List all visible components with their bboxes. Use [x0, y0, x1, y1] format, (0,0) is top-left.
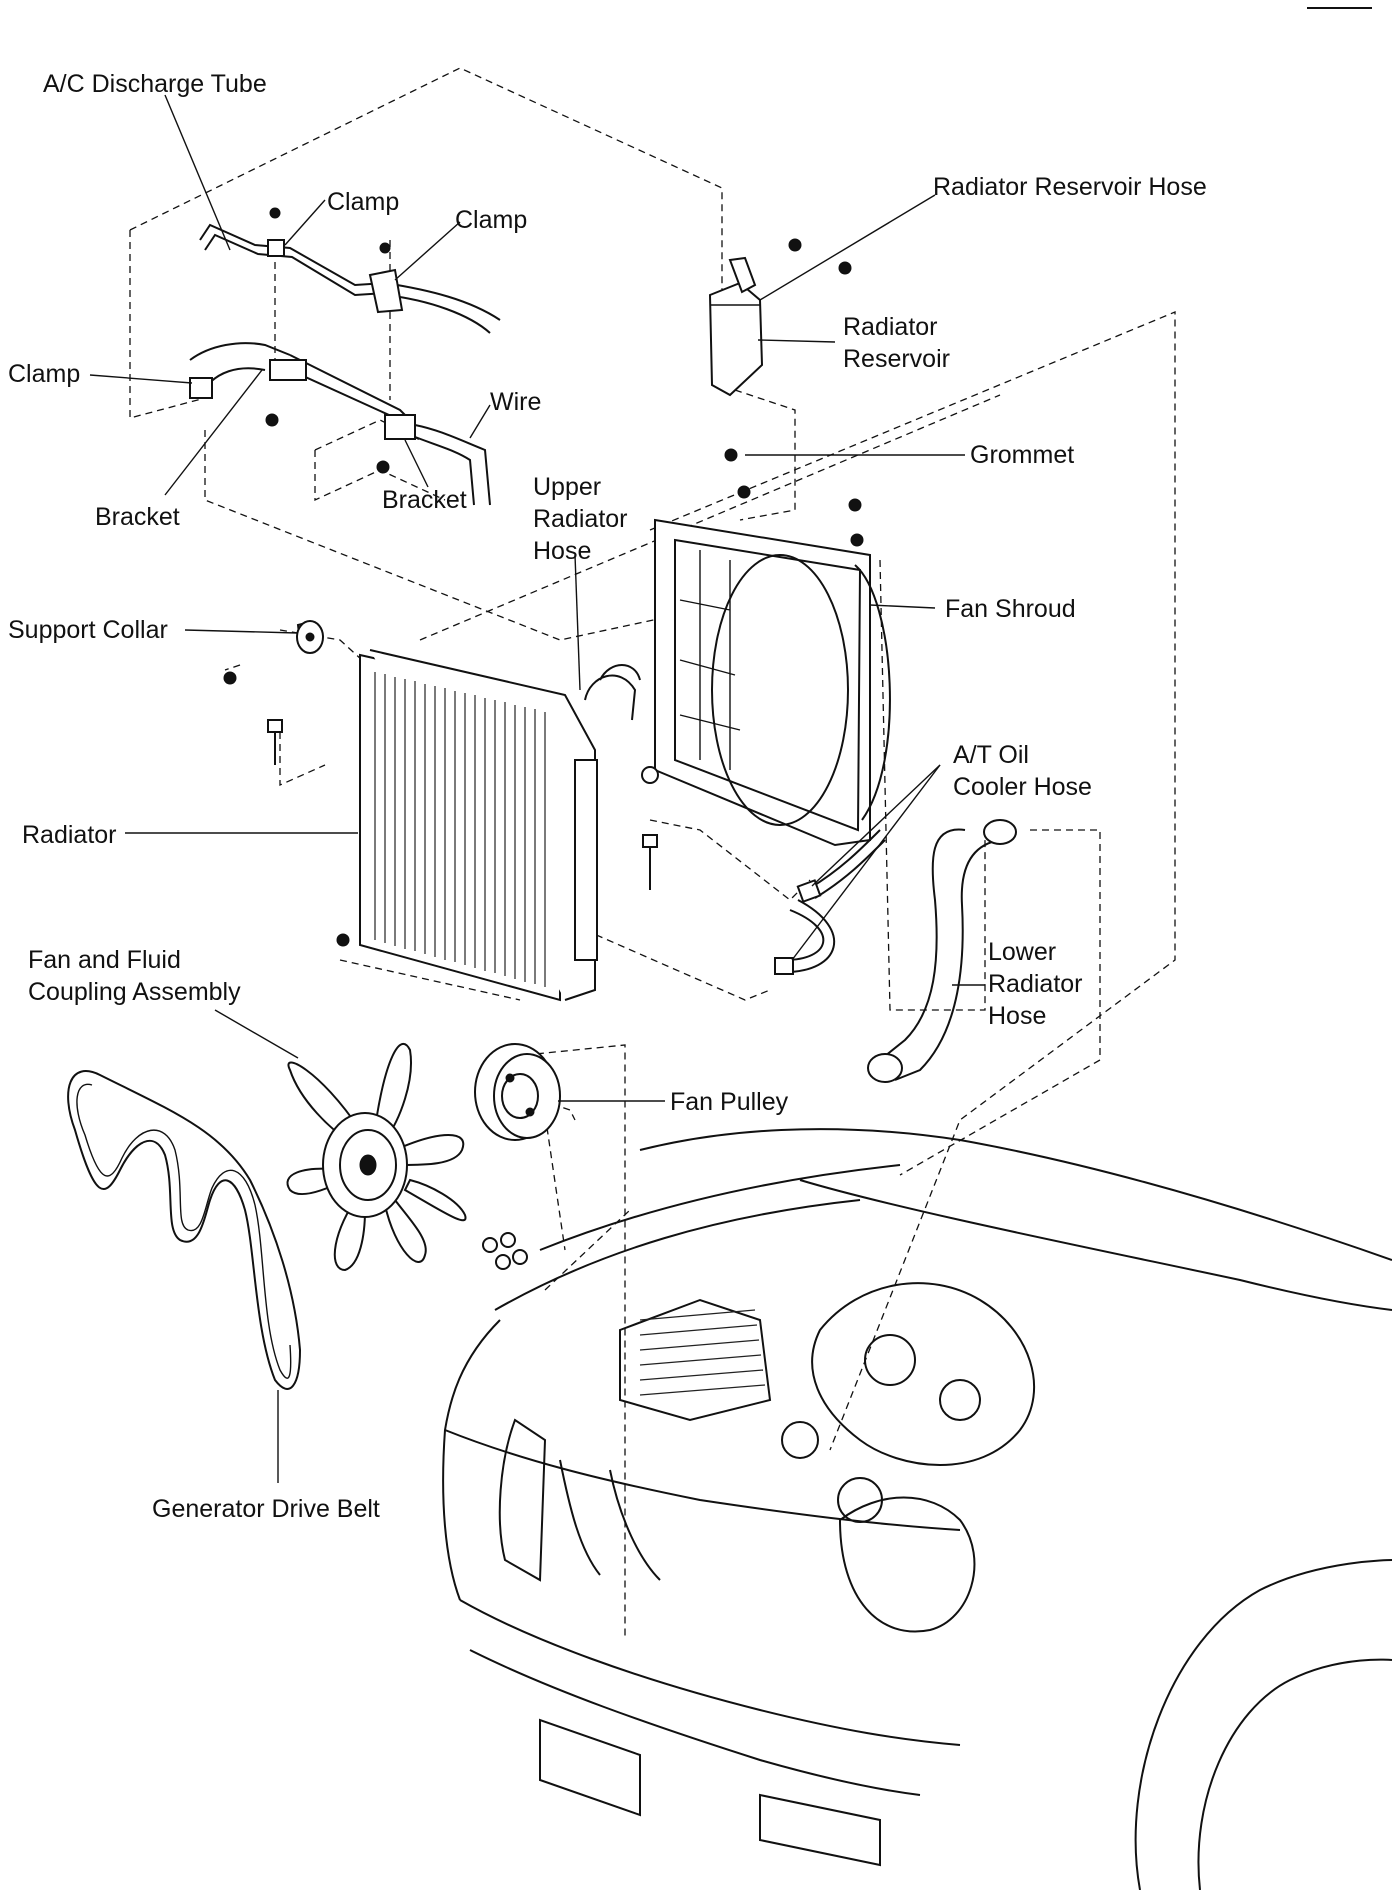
label-upper-hose-line1: Upper	[533, 473, 601, 501]
label-fan-fluid-line2: Coupling Assembly	[28, 978, 241, 1006]
fan-shroud-part	[654, 498, 891, 847]
label-fan-shroud: Fan Shroud	[945, 595, 1076, 623]
label-at-oil-line1: A/T Oil	[953, 741, 1029, 769]
label-clamp-top-left: Clamp	[327, 188, 399, 216]
label-grommet: Grommet	[970, 441, 1074, 469]
label-support-collar: Support Collar	[8, 616, 168, 644]
label-fan-fluid-line1: Fan and Fluid	[28, 946, 181, 974]
fan-fluid-coupling-part	[286, 1043, 467, 1272]
assembly-guide-lines	[129, 67, 1176, 1640]
fan-pulley-part	[474, 1043, 561, 1141]
label-radiator: Radiator	[22, 821, 117, 849]
ac-discharge-tube-part	[199, 223, 501, 334]
generator-drive-belt-part	[67, 1070, 302, 1390]
radiator-reservoir-part	[708, 238, 852, 499]
label-bracket-left: Bracket	[95, 503, 180, 531]
label-fan-pulley: Fan Pulley	[670, 1088, 789, 1116]
clamp-part-top-right	[368, 242, 404, 314]
radiator-part	[223, 620, 659, 1002]
label-ac-discharge-tube: A/C Discharge Tube	[43, 70, 267, 98]
label-wire: Wire	[490, 388, 541, 416]
clamp-part-top-left	[267, 207, 285, 257]
radiator-fins	[374, 672, 546, 987]
label-radiator-reservoir-line2: Reservoir	[843, 345, 950, 373]
label-bracket-center: Bracket	[382, 486, 467, 514]
label-clamp-top-right: Clamp	[455, 206, 527, 234]
label-upper-hose-line3: Hose	[533, 537, 591, 565]
label-radiator-reservoir-hose: Radiator Reservoir Hose	[933, 173, 1207, 201]
label-lower-hose-line3: Hose	[988, 1002, 1046, 1030]
clamp-bracket-assembly	[189, 342, 491, 506]
leader-lines	[89, 94, 985, 1483]
vehicle-front-end	[442, 1128, 1392, 1890]
label-at-oil-line2: Cooler Hose	[953, 773, 1092, 801]
at-oil-cooler-hose-part	[774, 829, 886, 975]
label-generator-drive-belt: Generator Drive Belt	[152, 1495, 380, 1523]
fan-nuts	[482, 1232, 528, 1270]
label-upper-hose-line2: Radiator	[533, 505, 628, 533]
label-lower-hose-line1: Lower	[988, 938, 1056, 966]
label-clamp-left: Clamp	[8, 360, 80, 388]
support-collar-part	[296, 620, 324, 654]
lower-radiator-hose-part	[867, 819, 1017, 1083]
engine-intake-ribs	[639, 1309, 766, 1396]
label-lower-hose-line2: Radiator	[988, 970, 1083, 998]
part-labels: A/C Discharge Tube Clamp Clamp Clamp Wir…	[8, 70, 1207, 1523]
label-radiator-reservoir-line1: Radiator	[843, 313, 938, 341]
